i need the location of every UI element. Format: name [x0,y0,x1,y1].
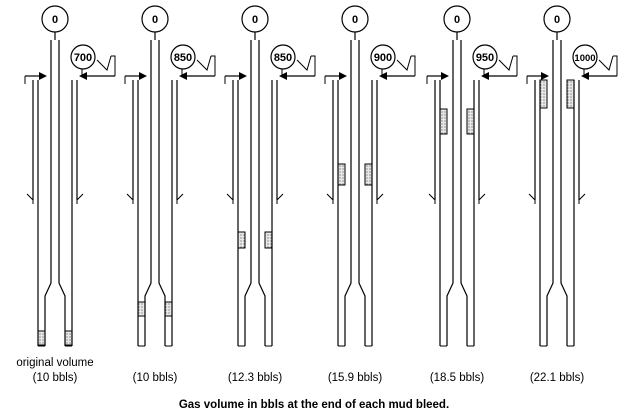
gas-volume-label: (15.9 bbls) [328,372,383,384]
drill-pipe-right [358,40,366,346]
drill-pipe-left [44,40,52,346]
gas-bubble-left [37,330,46,346]
gas-bubble-left [439,108,448,135]
drillpipe-pressure-gauge [241,5,269,33]
drillpipe-pressure-value: 0 [554,14,560,26]
choke-valve-icon [598,55,614,71]
casing-pressure-value: 900 [374,52,392,64]
casing-shoe-right [478,193,486,204]
choke-valve-icon [296,55,312,71]
gas-volume-label: (10 bbls) [133,372,178,384]
flow-arrow-left [441,72,449,80]
gas-volume-label: (12.3 bbls) [228,372,283,384]
casing-pressure-value: 700 [74,52,92,64]
choke-arrow [279,72,287,80]
drill-pipe-right [460,40,468,346]
casing-shoe-right [176,193,184,204]
choke-valve-icon [396,55,412,71]
choke-riser [111,55,116,76]
choke-riser [311,55,316,76]
choke-arrow [581,72,589,80]
drill-pipe-right [58,40,66,346]
casing-pressure-gauge [170,44,196,70]
gas-bubble-right [466,108,475,135]
diagram-caption: Gas volume in bbls at the end of each mu… [179,399,449,411]
casing-shoe-right [76,193,84,204]
casing-shoe-right [276,193,284,204]
choke-arrow [379,72,387,80]
flow-arrow-left [39,72,47,80]
drillpipe-pressure-gauge [341,5,369,33]
original-volume-label: original volume [16,357,93,369]
well-4: 900 0 (15.9 bbls) [324,5,416,384]
flow-arrow-left [541,72,549,80]
gas-bubble-left [137,301,146,317]
drill-pipe-left [144,40,152,346]
gas-volume-label: (22.1 bbls) [530,372,585,384]
choke-valve-icon [96,55,112,71]
well-5: 950 0 (18.5 bbls) [426,5,518,384]
gas-bubble-right [264,231,273,249]
choke-arrow [179,72,187,80]
well-6: 1000 0 (22.1 bbls) [526,5,618,384]
casing-shoe-left [126,193,134,204]
well-2: 850 0 (10 bbls) [124,5,216,384]
choke-arrow [481,72,489,80]
drillpipe-pressure-value: 0 [152,14,158,26]
casing-pressure-gauge [70,44,96,70]
gas-bubble-right [566,79,575,109]
casing-shoe-right [376,193,384,204]
casing-pressure-value: 850 [274,52,292,64]
casing-shoe-left [326,193,334,204]
gas-volume-label: (10 bbls) [33,372,78,384]
choke-valve-icon [498,55,514,71]
drill-pipe-right [560,40,568,346]
drillpipe-pressure-gauge [41,5,69,33]
casing-pressure-gauge [270,44,296,70]
well-1: 700 0 original volume (10 bbls) [16,5,116,384]
casing-pressure-value: 950 [476,52,494,64]
gas-bubble-left [237,231,246,249]
casing-shoe-left [26,193,34,204]
casing-pressure-value: 1000 [574,53,595,64]
gas-bubble-right [364,163,373,186]
drillpipe-pressure-gauge [141,5,169,33]
drillpipe-pressure-value: 0 [352,14,358,26]
casing-pressure-gauge [572,44,598,70]
drillpipe-pressure-value: 0 [252,14,258,26]
drillpipe-pressure-value: 0 [52,14,58,26]
casing-shoe-left [226,193,234,204]
choke-riser [513,55,518,76]
drill-pipe-right [258,40,266,346]
drillpipe-pressure-gauge [543,5,571,33]
drill-pipe-left [546,40,554,346]
flow-arrow-left [239,72,247,80]
gas-volume-label: (18.5 bbls) [430,372,485,384]
drillpipe-pressure-value: 0 [454,14,460,26]
casing-pressure-gauge [370,44,396,70]
flow-arrow-left [339,72,347,80]
choke-arrow [79,72,87,80]
casing-shoe-right [578,193,586,204]
drill-pipe-left [446,40,454,346]
drill-pipe-right [158,40,166,346]
casing-pressure-value: 850 [174,52,192,64]
casing-shoe-left [528,193,536,204]
drill-pipe-left [344,40,352,346]
casing-shoe-left [428,193,436,204]
well-3: 850 0 (12.3 bbls) [224,5,316,384]
drillpipe-pressure-gauge [443,5,471,33]
gas-bubble-right [64,330,73,346]
casing-pressure-gauge [472,44,498,70]
gas-bubble-left [539,79,548,109]
gas-bubble-right [164,301,173,317]
choke-riser [211,55,216,76]
choke-riser [411,55,416,76]
gas-bubble-left [337,163,346,186]
choke-riser [613,55,618,76]
flow-arrow-left [139,72,147,80]
drill-pipe-left [244,40,252,346]
choke-valve-icon [196,55,212,71]
